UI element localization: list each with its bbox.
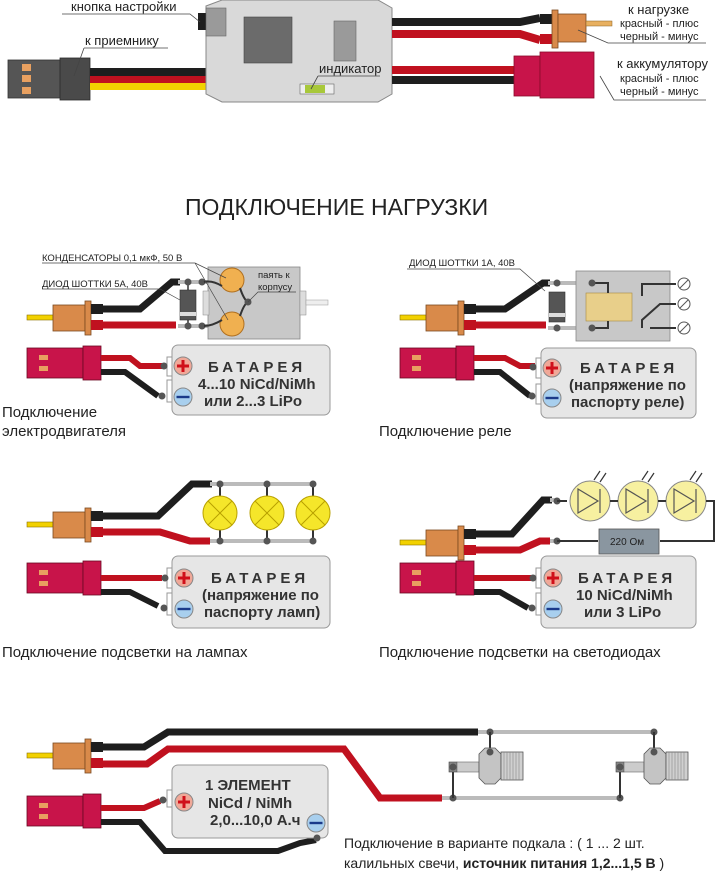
minus-terminal-icon: [543, 599, 563, 619]
setup-button-cap[interactable]: [198, 13, 206, 30]
capacitor-1: [219, 267, 245, 293]
glow-battery: [171, 764, 329, 839]
capacitors-label: КОНДЕНСАТОРЫ 0,1 мкФ, 50 В: [42, 253, 182, 264]
relay-diagram: ДИОД ШОТТКИ 1А, 40В БАТАРЕЯ (напряжение …: [379, 258, 697, 440]
battery-spec-2: или 3 LiPo: [584, 604, 661, 621]
plus-terminal-icon: [543, 568, 563, 588]
led-3: [665, 470, 707, 522]
minus-terminal-icon: [174, 599, 194, 619]
leds-caption: Подключение подсветки на светодиодах: [379, 644, 661, 661]
caption-end-part: ): [656, 855, 665, 871]
minus-terminal-icon: [306, 813, 326, 833]
battery-spec-2: 2,0...10,0 А.ч: [210, 812, 300, 829]
relay-diode-label: ДИОД ШОТТКИ 1А, 40В: [409, 258, 515, 269]
battery-title: БАТАРЕЯ: [580, 360, 678, 377]
load-black-label: черный - минус: [620, 31, 699, 43]
lamps-diagram: БАТАРЕЯ (напряжение по паспорту ламп) По…: [2, 480, 331, 661]
solder-label-1: паять к: [258, 270, 291, 281]
battery-spec-1: NiCd / NiMh: [208, 795, 292, 812]
lamps-caption: Подключение подсветки на лампах: [2, 644, 248, 661]
receiver-wire-black: [90, 68, 206, 76]
leds-battery: [540, 555, 697, 629]
solder-label-2: корпусу: [258, 282, 292, 293]
setup-button-label: кнопка настройки: [71, 0, 177, 14]
caption-bold-part: источник питания 1,2...1,5 В: [463, 855, 656, 871]
battery-red-label: красный - плюс: [620, 73, 699, 85]
battery-title: БАТАРЕЯ: [211, 570, 309, 587]
load-connector: [551, 9, 613, 49]
setup-button[interactable]: [205, 7, 227, 37]
controller-component: [333, 20, 357, 62]
battery-spec-1: 10 NiCd/NiMh: [576, 587, 673, 604]
section-title: ПОДКЛЮЧЕНИЕ НАГРУЗКИ: [185, 194, 488, 220]
battery-spec-1: 4...10 NiCd/NiMh: [198, 376, 316, 393]
motor-caption-2: электродвигателя: [2, 423, 126, 440]
relay-diode: [548, 291, 566, 323]
glow-plug-1: [448, 732, 524, 798]
battery-title: БАТАРЕЯ: [578, 570, 676, 587]
resistor-label: 220 Ом: [610, 537, 644, 548]
glow-caption-1: Подключение в варианте подкала : ( 1 ...…: [344, 835, 645, 851]
load-red-label: красный - плюс: [620, 18, 699, 30]
battery-spec-1: (напряжение по: [202, 587, 319, 604]
capacitor-2: [219, 311, 245, 337]
indicator-label: индикатор: [319, 61, 381, 76]
motor-diode-label: ДИОД ШОТТКИ 5А, 40В: [42, 279, 148, 290]
battery-spec-1: (напряжение по: [569, 377, 686, 394]
resistor: [598, 528, 660, 555]
battery-title: 1 ЭЛЕМЕНТ: [205, 777, 291, 794]
battery-spec-2: паспорту ламп): [204, 604, 320, 621]
receiver-wire-yellow: [90, 83, 206, 90]
top-controller-diagram: кнопка настройки к приемнику индикатор к…: [7, 0, 708, 103]
leds-diagram: 220 Ом БАТАРЕЯ 10 NiCd/NiMh или 3 LiPo П…: [379, 470, 715, 661]
glow-plug-diagram: 1 ЭЛЕМЕНТ NiCd / NiMh 2,0...10,0 А.ч Под…: [26, 728, 689, 871]
minus-terminal-icon: [173, 387, 193, 407]
plus-terminal-icon: [173, 356, 193, 376]
battery-spec-2: паспорту реле): [571, 394, 684, 411]
plus-terminal-icon: [174, 792, 194, 812]
battery-connector: [513, 51, 595, 99]
led-1: [569, 470, 611, 522]
plus-terminal-icon: [542, 358, 562, 378]
caption-plain-part: калильных свечи,: [344, 855, 463, 871]
relay-battery: [540, 347, 697, 419]
relay-terminals: [677, 277, 691, 335]
controller-body: [205, 0, 393, 103]
receiver-label: к приемнику: [85, 33, 159, 48]
battery-black-label: черный - минус: [620, 86, 699, 98]
lamp-1: [202, 480, 238, 545]
relay-coil: [585, 292, 633, 322]
receiver-wire-red: [90, 76, 206, 83]
motor-caption-1: Подключение: [2, 404, 97, 421]
battery-title: БАТАРЕЯ: [208, 359, 306, 376]
lamp-3: [295, 480, 331, 545]
glow-plug-2: [615, 732, 689, 798]
battery-label: к аккумулятору: [617, 56, 708, 71]
relay-caption: Подключение реле: [379, 423, 512, 440]
glow-caption-2: калильных свечи, источник питания 1,2...…: [344, 855, 664, 871]
lamps-battery: [171, 555, 331, 629]
lamp-2: [249, 480, 285, 545]
minus-terminal-icon: [542, 388, 562, 408]
battery-spec-2: или 2...3 LiPo: [204, 393, 302, 410]
led-2: [617, 470, 659, 522]
controller-chip: [243, 16, 293, 64]
receiver-plug: [7, 57, 91, 101]
load-label: к нагрузке: [628, 2, 689, 17]
plus-terminal-icon: [174, 568, 194, 588]
motor-diagram: КОНДЕНСАТОРЫ 0,1 мкФ, 50 В ДИОД ШОТТКИ 5…: [2, 253, 331, 440]
